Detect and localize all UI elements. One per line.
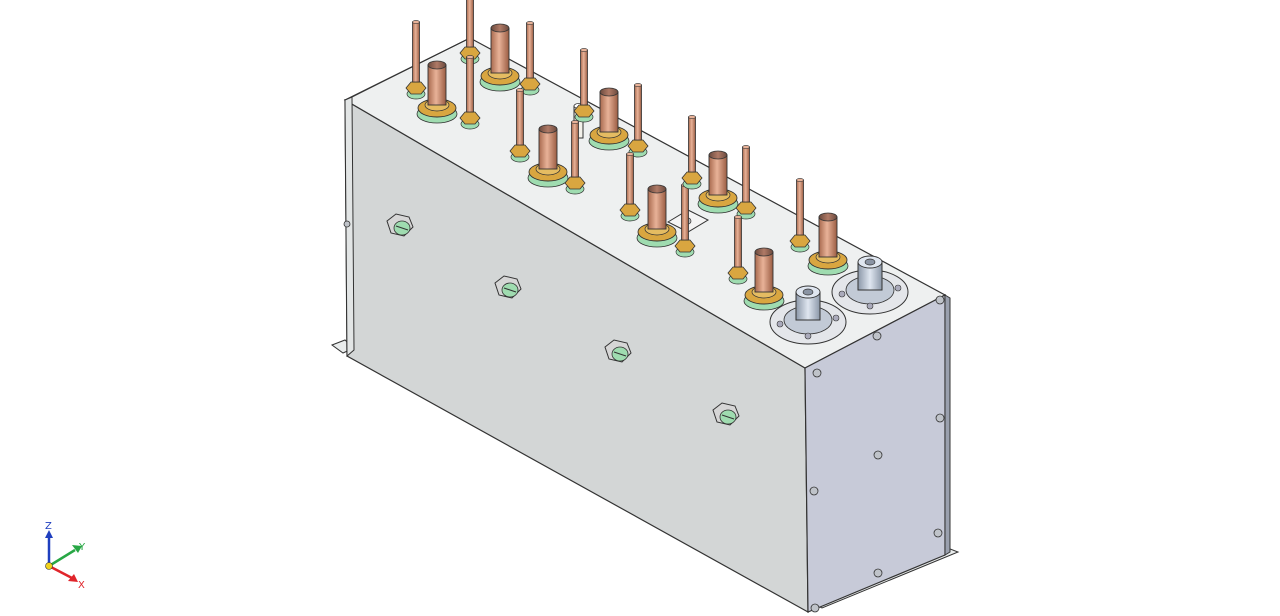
terminal-stud-icon[interactable] [573, 48, 595, 123]
side-panel-flange [944, 294, 951, 556]
terminal-stud-icon[interactable] [743, 247, 785, 311]
terminal-stud-icon[interactable] [459, 0, 481, 65]
axis-y-label: Y [78, 542, 86, 553]
terminal-stud-icon[interactable] [619, 152, 641, 222]
top-terminals[interactable] [405, 0, 849, 311]
terminal-stud-icon[interactable] [416, 60, 458, 124]
terminal-stud-icon[interactable] [735, 145, 757, 220]
terminal-stud-icon[interactable] [519, 21, 541, 96]
terminal-stud-icon[interactable] [527, 124, 569, 188]
terminal-stud-icon[interactable] [509, 88, 531, 163]
terminal-stud-icon[interactable] [681, 115, 703, 190]
flange-connector-icon[interactable] [831, 255, 909, 315]
axis-x-label: X [78, 580, 85, 591]
flange-connector-icon[interactable] [769, 285, 847, 345]
flange-connectors[interactable] [769, 255, 909, 345]
terminal-stud-icon[interactable] [807, 212, 849, 276]
coordinate-triad-icon: Z Y X [45, 521, 86, 591]
enclosure-box[interactable] [343, 37, 951, 614]
side-panel-screws [343, 220, 945, 613]
terminal-stud-icon[interactable] [636, 184, 678, 248]
terminal-stud-icon[interactable] [727, 215, 749, 285]
terminal-stud-icon[interactable] [697, 150, 739, 214]
end-flange [344, 96, 355, 358]
axis-z-label: Z [45, 521, 52, 532]
terminal-stud-icon[interactable] [789, 178, 811, 253]
terminal-stud-icon[interactable] [564, 120, 586, 195]
terminal-stud-icon[interactable] [479, 23, 521, 92]
front-grounding-studs [386, 213, 740, 426]
terminal-stud-icon[interactable] [405, 20, 427, 100]
terminal-stud-icon[interactable] [627, 83, 649, 158]
terminal-stud-icon[interactable] [588, 87, 630, 151]
terminal-stud-icon[interactable] [459, 55, 481, 130]
